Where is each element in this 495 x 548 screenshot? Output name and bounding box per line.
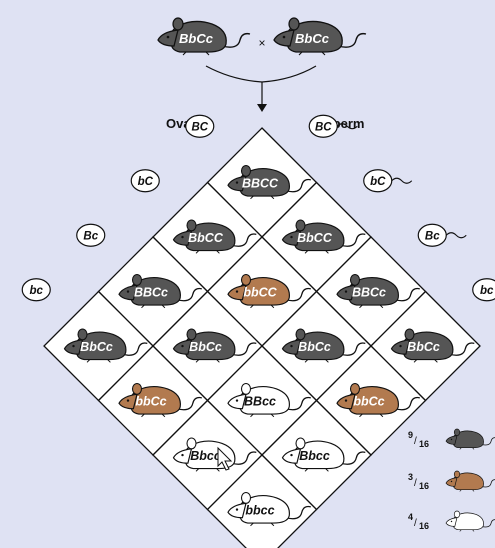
ratio-numerator: 9 bbox=[408, 430, 413, 440]
offspring-genotype: BBcc bbox=[244, 395, 276, 409]
phenotype-ratios: 9/163/164/16 bbox=[408, 429, 495, 531]
ratio-numerator: 4 bbox=[408, 512, 413, 522]
offspring-genotype: bbcc bbox=[245, 504, 274, 518]
ratio-slash: / bbox=[414, 518, 417, 529]
sperm-tail-icon bbox=[446, 233, 466, 238]
ratio-mouse-icon bbox=[446, 429, 495, 449]
offspring-genotype: Bbcc bbox=[190, 449, 221, 463]
ratio-denominator: 16 bbox=[419, 439, 429, 449]
ova-gamete: BC bbox=[186, 115, 214, 137]
cross-arrow bbox=[206, 66, 316, 112]
sperm-gamete-label: Bc bbox=[425, 230, 440, 242]
offspring-genotype: BBCc bbox=[134, 286, 168, 300]
offspring-genotype: bbCc bbox=[135, 395, 166, 409]
sperm-gamete: Bc bbox=[418, 224, 466, 246]
sperm-gamete-label: BC bbox=[315, 121, 332, 133]
sperm-gamete-label: bC bbox=[370, 176, 386, 188]
ratio-numerator: 3 bbox=[408, 472, 413, 482]
offspring-genotype: BbCc bbox=[189, 340, 222, 354]
parent-left-genotype: BbCc bbox=[179, 31, 214, 46]
sperm-gamete-label: bc bbox=[480, 285, 494, 297]
ratio-slash: / bbox=[414, 478, 417, 489]
sperm-gamete: bC bbox=[364, 170, 412, 192]
ratio-denominator: 16 bbox=[419, 521, 429, 531]
ratio-mouse-icon bbox=[446, 471, 495, 491]
ratio-mouse-icon bbox=[446, 511, 495, 531]
offspring-genotype: BbCc bbox=[298, 340, 331, 354]
ova-gamete-label: bc bbox=[30, 285, 44, 297]
parent-right-genotype: BbCc bbox=[295, 31, 330, 46]
ova-gamete-label: BC bbox=[191, 121, 208, 133]
offspring-genotype: BbCc bbox=[80, 340, 113, 354]
ratio-slash: / bbox=[414, 436, 417, 447]
offspring-genotype: BbCC bbox=[188, 231, 224, 245]
sperm-gamete: bc bbox=[473, 279, 495, 301]
ova-gamete: bc bbox=[22, 279, 50, 301]
parent-right: BbCc bbox=[274, 18, 366, 55]
sperm-tail-icon bbox=[392, 178, 412, 183]
offspring-genotype: BBCC bbox=[242, 177, 279, 191]
ova-gamete: Bc bbox=[77, 224, 105, 246]
offspring-genotype: BBCc bbox=[352, 286, 386, 300]
offspring-genotype: BbCc bbox=[407, 340, 440, 354]
offspring-genotype: bbCC bbox=[243, 286, 277, 300]
offspring-genotype: Bbcc bbox=[299, 449, 330, 463]
ratio-denominator: 16 bbox=[419, 481, 429, 491]
ova-gamete: bC bbox=[131, 170, 159, 192]
ratio-entry: 4/16 bbox=[408, 511, 495, 531]
offspring-genotype: bbCc bbox=[353, 395, 384, 409]
offspring-genotype: BbCC bbox=[297, 231, 333, 245]
ratio-entry: 3/16 bbox=[408, 471, 495, 491]
parent-left: BbCc bbox=[158, 18, 250, 55]
ratio-entry: 9/16 bbox=[408, 429, 495, 449]
ova-gamete-label: bC bbox=[138, 176, 154, 188]
ova-gamete-label: Bc bbox=[83, 230, 98, 242]
cross-symbol: × bbox=[258, 36, 265, 50]
